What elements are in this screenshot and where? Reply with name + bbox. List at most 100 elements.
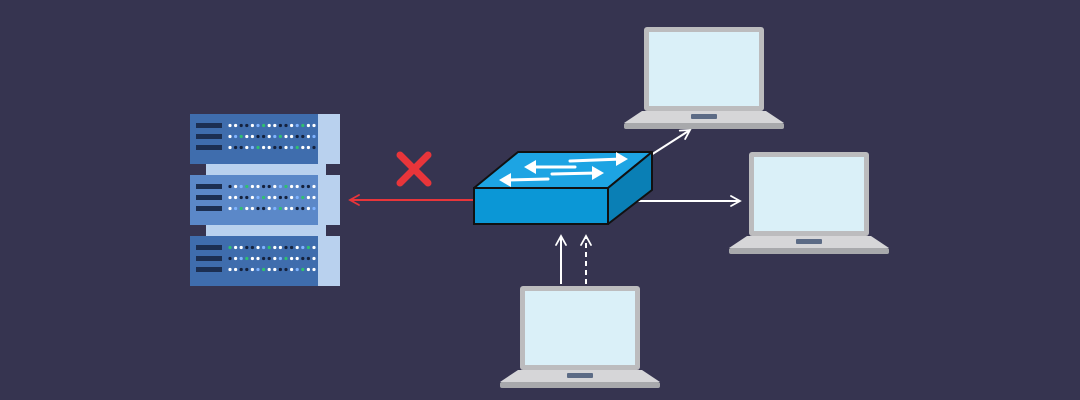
switch-arrows-icon [499,152,628,187]
status-led [306,267,310,272]
server-unit-3 [190,236,340,286]
status-led [290,206,294,211]
status-led [256,145,260,150]
status-led [250,206,254,211]
status-led [284,134,288,139]
cross-icon [396,151,432,187]
status-led [301,145,305,150]
laptop-base [624,123,784,129]
server-unit-2 [190,175,340,225]
status-led [290,245,294,250]
status-led [295,206,299,211]
server-unit-1 [190,114,340,164]
status-led [273,184,277,189]
network-switch-icon [473,151,653,225]
status-led [278,145,282,150]
status-led [306,206,310,211]
status-led [306,134,310,139]
status-led [262,134,266,139]
status-led [234,256,238,261]
status-led [228,134,232,139]
status-led [250,267,254,272]
status-led [284,267,288,272]
status-led [312,195,316,200]
status-led [278,195,282,200]
status-led [245,267,249,272]
status-led [284,206,288,211]
status-led [267,145,271,150]
status-led [262,206,266,211]
status-led [306,256,310,261]
status-led [273,195,277,200]
status-led [284,245,288,250]
status-led [228,245,232,250]
status-led [267,123,271,128]
status-led [301,195,305,200]
status-led [267,245,271,250]
status-led [312,123,316,128]
status-led [239,256,243,261]
status-led [234,145,238,150]
status-led [245,123,249,128]
status-led [312,206,316,211]
status-led [290,134,294,139]
status-led [256,206,260,211]
status-led [312,245,316,250]
status-led [301,267,305,272]
laptop-touchpad [691,114,717,119]
status-led [262,123,266,128]
status-led [239,145,243,150]
status-led [284,195,288,200]
status-led [228,267,232,272]
rack-spacer [206,225,326,236]
status-led [234,195,238,200]
status-led [234,206,238,211]
status-led [228,123,232,128]
status-led [256,195,260,200]
status-led [250,195,254,200]
laptop-screen [754,157,864,231]
status-led [262,267,266,272]
status-led [267,206,271,211]
status-led [273,206,277,211]
server-rack-icon [190,114,340,286]
status-led [290,184,294,189]
status-led [306,145,310,150]
laptop-screen [649,32,759,106]
status-led [278,123,282,128]
status-led [234,184,238,189]
status-led [256,123,260,128]
status-led [267,184,271,189]
status-led [267,256,271,261]
status-led [267,267,271,272]
laptop-base [729,248,889,254]
status-led [306,123,310,128]
status-led [228,195,232,200]
status-led [295,134,299,139]
status-led [278,184,282,189]
status-led [284,123,288,128]
status-led [295,245,299,250]
status-led [245,245,249,250]
status-led [295,256,299,261]
status-led [250,134,254,139]
laptop-touchpad [796,239,822,244]
status-led [234,123,238,128]
status-led [295,267,299,272]
status-led [284,184,288,189]
status-led [250,123,254,128]
status-led [290,145,294,150]
status-led [273,245,277,250]
status-led [306,245,310,250]
status-led [256,134,260,139]
status-led [295,184,299,189]
laptop-bottom-icon [500,286,660,388]
status-led [273,134,277,139]
status-led [245,256,249,261]
status-led [306,195,310,200]
status-led [312,256,316,261]
status-led [295,123,299,128]
status-led [245,195,249,200]
status-led [262,245,266,250]
